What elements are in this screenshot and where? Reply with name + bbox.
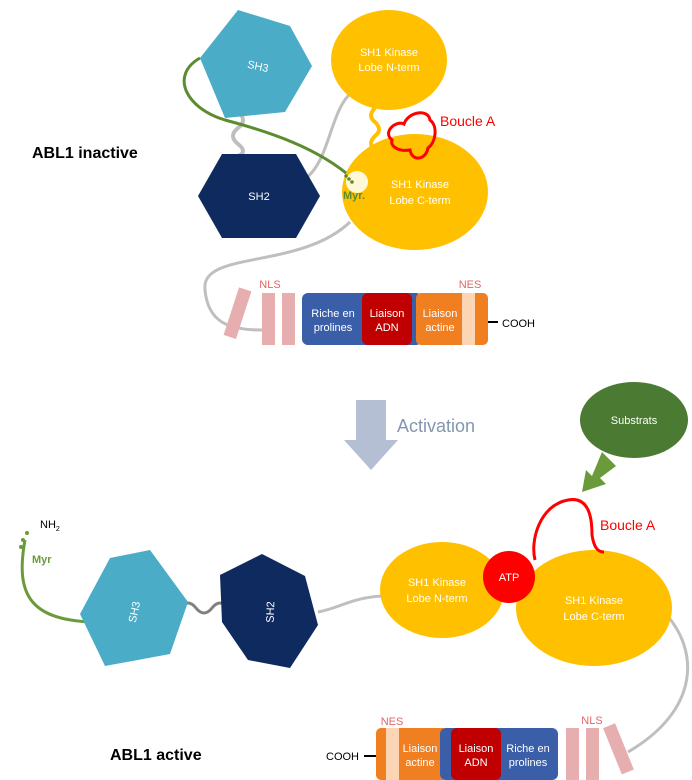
- sh3-domain: [200, 10, 312, 118]
- active-myr-dot-2: [21, 538, 25, 542]
- active-nls-block-3: [603, 723, 634, 775]
- nls-label: NLS: [259, 279, 280, 291]
- active-sh2-label: SH2: [265, 601, 278, 623]
- sh2-domain: [198, 154, 320, 238]
- active-linker-kinase-tail: [627, 610, 690, 754]
- transition-group: Activation Substrats: [344, 382, 688, 492]
- substrates-label: Substrats: [611, 415, 658, 427]
- sh2-label: SH2: [248, 191, 269, 203]
- active-nls-block-1: [566, 728, 579, 780]
- myr-dot-2: [347, 177, 351, 181]
- nh2-label: NH2: [40, 519, 60, 533]
- active-pro-rich-label-1: Riche en: [506, 743, 549, 755]
- nls-block-1: [223, 287, 252, 339]
- substrates-bubble: [580, 382, 688, 458]
- abl1-active-group: NH2 Myr SH3 SH2 SH1 Kinase Lobe N-term S…: [19, 498, 690, 780]
- activation-loop-label: Boucle A: [440, 113, 496, 129]
- dna-binding-region: [362, 293, 412, 345]
- abl1-inactive-group: ABL1 inactive SH3 SH2 SH1 Kinase Lobe N-…: [32, 10, 535, 345]
- active-nes-label: NES: [381, 716, 404, 728]
- active-myr-tail: [20, 539, 93, 624]
- active-linker-sh3-sh2: [178, 601, 230, 615]
- active-nls-label: NLS: [581, 715, 602, 727]
- pro-rich-label-2: prolines: [314, 322, 353, 334]
- nes-block: [462, 293, 475, 345]
- dna-label-1: Liaison: [370, 308, 405, 320]
- kinase-hinge: [369, 106, 381, 152]
- active-myr-dot-3: [19, 545, 23, 549]
- active-sh3-label: SH3: [127, 600, 143, 623]
- active-actin-label-2: actine: [405, 757, 434, 769]
- activation-arrow: [344, 400, 398, 470]
- active-kinase-c-label-1: SH1 Kinase: [565, 595, 623, 607]
- cooh-label: COOH: [502, 318, 535, 330]
- active-activation-loop: [532, 498, 605, 561]
- kinase-c-lobe: [342, 134, 488, 250]
- active-kinase-n-label-1: SH1 Kinase: [408, 577, 466, 589]
- kinase-c-label-1: SH1 Kinase: [391, 179, 449, 191]
- linker-sh2-kinase: [305, 90, 354, 180]
- active-cooh-label: COOH: [326, 751, 359, 763]
- actin-label-2: actine: [425, 322, 454, 334]
- active-kinase-c-label-2: Lobe C-term: [563, 611, 624, 623]
- active-myr-label: Myr: [32, 554, 52, 566]
- myr-pocket: [346, 171, 368, 193]
- active-nls-block-2: [586, 728, 599, 780]
- active-nes-block: [386, 728, 399, 780]
- active-dna-label-1: Liaison: [459, 743, 494, 755]
- activation-loop: [387, 111, 437, 160]
- inactive-title: ABL1 inactive: [32, 145, 138, 162]
- active-actin-label-1: Liaison: [403, 743, 438, 755]
- active-dna-binding-region: [451, 728, 501, 780]
- dna-label-2: ADN: [375, 322, 398, 334]
- atp-label: ATP: [499, 572, 520, 584]
- myr-tail: [182, 56, 353, 180]
- active-title: ABL1 active: [110, 747, 202, 764]
- pro-rich-label-1: Riche en: [311, 308, 354, 320]
- active-dna-label-2: ADN: [464, 757, 487, 769]
- sh3-label: SH3: [246, 59, 269, 75]
- active-sh3-domain: [80, 550, 188, 666]
- active-kinase-n-label-2: Lobe N-term: [406, 593, 467, 605]
- active-myr-dot-1: [25, 531, 29, 535]
- nes-label: NES: [459, 279, 482, 291]
- kinase-n-lobe: [331, 10, 447, 110]
- active-sh2-domain: [220, 554, 318, 668]
- nls-block-3: [282, 293, 295, 345]
- kinase-n-label-2: Lobe N-term: [358, 62, 419, 74]
- active-pro-rich-label-2: prolines: [509, 757, 548, 769]
- active-linker-sh2-kinase: [317, 594, 383, 614]
- myr-label: Myr.: [343, 190, 365, 202]
- active-kinase-n-lobe: [380, 542, 504, 638]
- substrates-arrow: [582, 452, 616, 492]
- active-activation-loop-label: Boucle A: [600, 517, 656, 533]
- atp-molecule: [483, 551, 535, 603]
- kinase-c-label-2: Lobe C-term: [389, 195, 450, 207]
- kinase-n-label-1: SH1 Kinase: [360, 47, 418, 59]
- myr-dot-3: [350, 180, 354, 184]
- linker-sh3-sh2: [231, 110, 245, 158]
- active-kinase-c-lobe: [516, 550, 672, 666]
- myr-dot-1: [344, 174, 348, 178]
- nls-block-2: [262, 293, 275, 345]
- actin-label-1: Liaison: [423, 308, 458, 320]
- activation-label: Activation: [397, 416, 475, 436]
